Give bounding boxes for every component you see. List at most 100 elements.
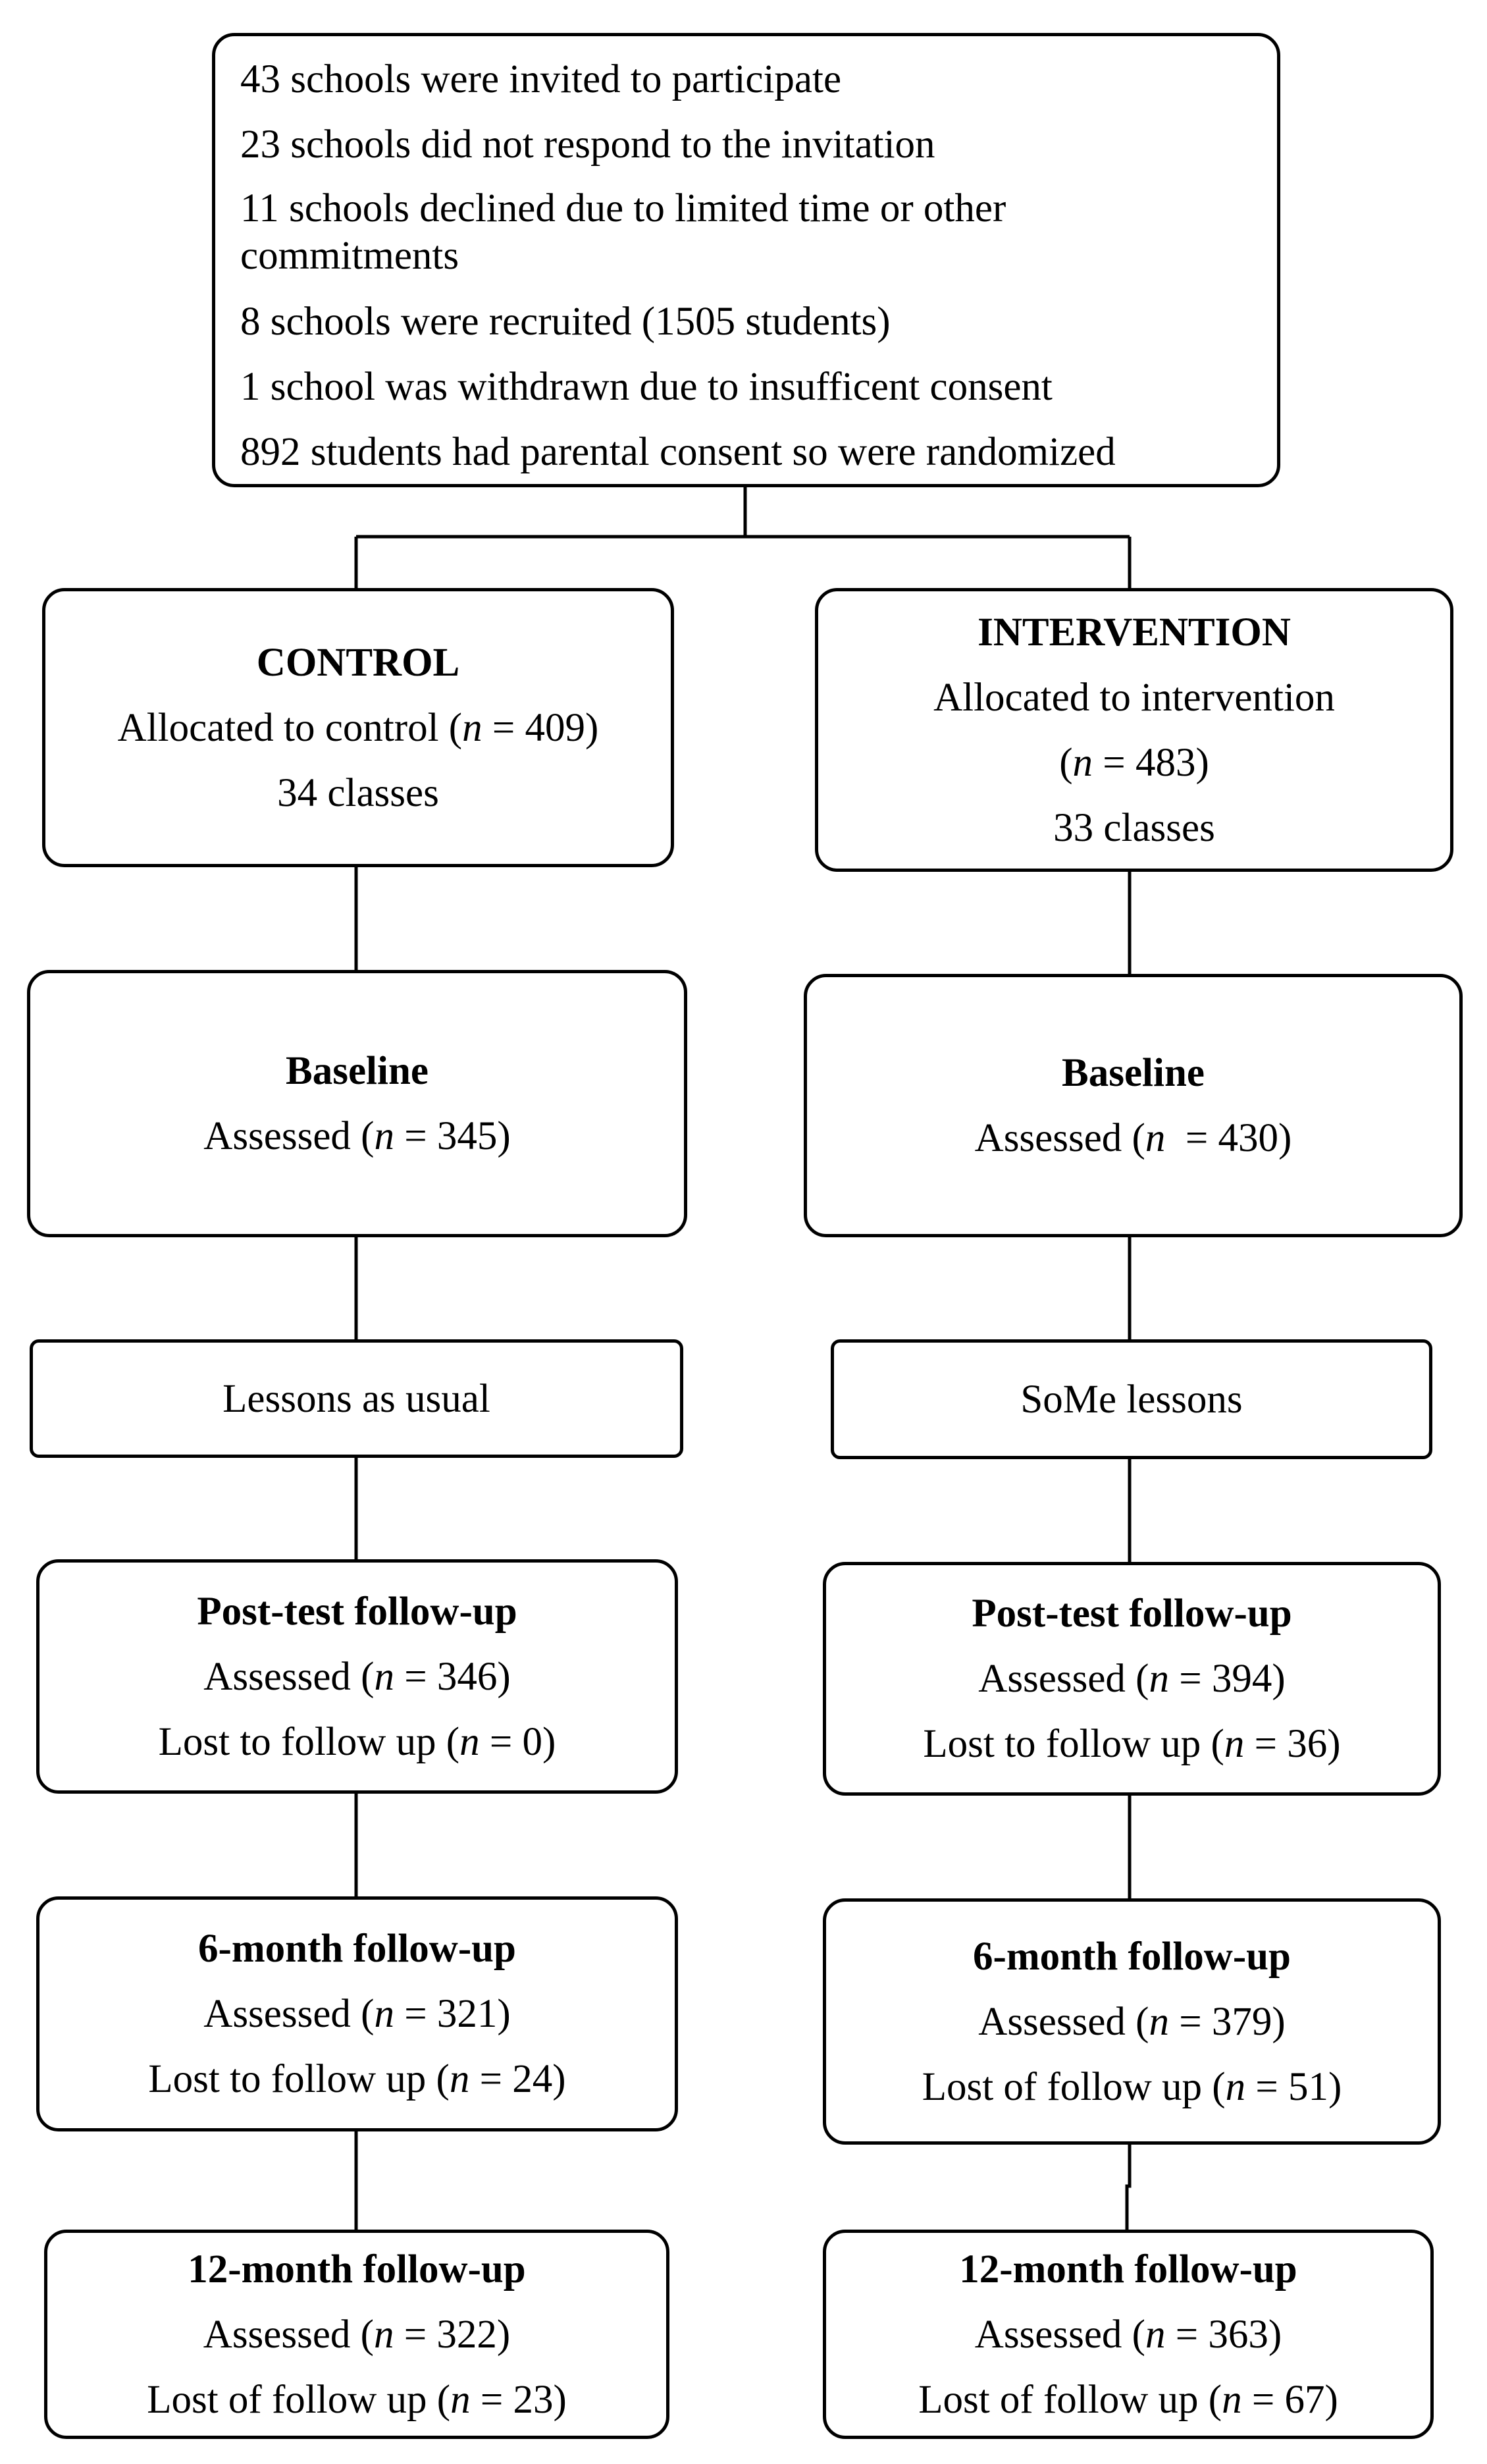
control-allocation-count: Allocated to control (n = 409)	[118, 695, 599, 761]
control-12month-assessed-post: = 322)	[394, 2312, 511, 2357]
intervention-baseline-pre: Assessed (	[974, 1116, 1145, 1160]
intervention-baseline-n: n	[1145, 1116, 1166, 1160]
intervention-6month-assessed-post: = 379)	[1169, 1999, 1286, 2044]
intervention-6month-title: 6-month follow-up	[973, 1934, 1291, 1979]
control-6month-assessed-post: = 321)	[394, 1992, 511, 2036]
control-12month-lost-pre: Lost of follow up (	[147, 2377, 451, 2422]
control-lessons-label: Lessons as usual	[222, 1376, 490, 1421]
control-12month-box: 12-month follow-up Assessed (n = 322) Lo…	[44, 2230, 669, 2439]
recruitment-declined-line2: commitments	[240, 234, 459, 278]
control-baseline-assessed: Assessed (n = 345)	[203, 1104, 510, 1169]
intervention-6month-n-assessed: n	[1149, 1999, 1170, 2044]
control-6month-title: 6-month follow-up	[198, 1927, 516, 1971]
intervention-posttest-lost-pre: Lost to follow up (	[923, 1722, 1224, 1766]
control-posttest-assessed-pre: Assessed (	[203, 1654, 375, 1699]
control-baseline-pre: Assessed (	[203, 1114, 375, 1158]
control-posttest-title: Post-test follow-up	[197, 1589, 517, 1634]
intervention-12month-assessed-post: = 363)	[1165, 2312, 1282, 2357]
control-posttest-assessed-post: = 346)	[394, 1654, 511, 1699]
control-posttest-lost-post: = 0)	[479, 1719, 556, 1764]
control-allocation-box: CONTROL Allocated to control (n = 409) 3…	[42, 588, 674, 867]
intervention-posttest-n-lost: n	[1224, 1722, 1245, 1766]
intervention-allocation-n: n	[1072, 740, 1093, 785]
control-12month-assessed: Assessed (n = 322)	[203, 2302, 510, 2367]
connector-intervention-5	[1125, 2143, 1132, 2231]
control-allocation-n: n	[462, 705, 483, 750]
intervention-12month-box: 12-month follow-up Assessed (n = 363) Lo…	[823, 2230, 1434, 2439]
recruitment-invited: 43 schools were invited to participate	[240, 57, 842, 101]
intervention-posttest-lost: Lost to follow up (n = 36)	[923, 1711, 1340, 1777]
intervention-allocation-title: INTERVENTION	[978, 610, 1291, 655]
intervention-posttest-box: Post-test follow-up Assessed (n = 394) L…	[823, 1562, 1441, 1796]
intervention-baseline-assessed: Assessed (n = 430)	[975, 1106, 1292, 1171]
intervention-6month-n-lost: n	[1225, 2064, 1246, 2109]
control-baseline-n: n	[374, 1114, 395, 1158]
recruitment-randomized: 892 students had parental consent so wer…	[240, 430, 1116, 474]
recruitment-withdrawn: 1 school was withdrawn due to insufficen…	[240, 365, 1053, 409]
control-allocation-post: = 409)	[482, 705, 599, 750]
intervention-12month-lost-post: = 67)	[1241, 2377, 1338, 2422]
intervention-posttest-lost-post: = 36)	[1244, 1722, 1341, 1766]
intervention-6month-lost-post: = 51)	[1245, 2064, 1342, 2109]
intervention-baseline-post: = 430)	[1165, 1116, 1292, 1160]
control-6month-assessed-pre: Assessed (	[203, 1992, 375, 2036]
control-posttest-lost: Lost to follow up (n = 0)	[159, 1709, 556, 1775]
intervention-baseline-box: Baseline Assessed (n = 430)	[804, 974, 1463, 1237]
intervention-12month-n-lost: n	[1222, 2377, 1242, 2422]
control-6month-lost-post: = 24)	[469, 2057, 566, 2101]
intervention-allocation-count: (n = 483)	[1059, 730, 1209, 795]
intervention-12month-assessed-pre: Assessed (	[974, 2312, 1145, 2357]
intervention-allocation-box: INTERVENTION Allocated to intervention (…	[815, 588, 1453, 872]
control-baseline-title: Baseline	[286, 1049, 429, 1093]
control-allocation-title: CONTROL	[256, 640, 460, 685]
control-posttest-assessed: Assessed (n = 346)	[203, 1644, 510, 1709]
intervention-12month-title: 12-month follow-up	[959, 2247, 1297, 2291]
intervention-posttest-title: Post-test follow-up	[972, 1592, 1292, 1636]
control-12month-lost-post: = 23)	[470, 2377, 567, 2422]
control-12month-title: 12-month follow-up	[188, 2247, 526, 2291]
recruitment-declined-line1: 11 schools declined due to limited time …	[240, 186, 1006, 230]
control-allocation-pre: Allocated to control (	[117, 705, 463, 750]
control-12month-lost: Lost of follow up (n = 23)	[147, 2367, 567, 2432]
control-12month-n-assessed: n	[374, 2312, 394, 2357]
control-6month-assessed: Assessed (n = 321)	[203, 1981, 510, 2047]
intervention-posttest-assessed-post: = 394)	[1169, 1657, 1286, 1701]
control-posttest-box: Post-test follow-up Assessed (n = 346) L…	[36, 1559, 678, 1794]
intervention-posttest-assessed: Assessed (n = 394)	[978, 1646, 1285, 1711]
control-12month-assessed-pre: Assessed (	[203, 2312, 374, 2357]
control-posttest-n-lost: n	[459, 1719, 480, 1764]
intervention-12month-lost-pre: Lost of follow up (	[918, 2377, 1222, 2422]
control-12month-n-lost: n	[450, 2377, 471, 2422]
recruitment-box: 43 schools were invited to participate 2…	[212, 33, 1280, 487]
intervention-baseline-title: Baseline	[1062, 1051, 1205, 1095]
intervention-6month-lost: Lost of follow up (n = 51)	[922, 2054, 1342, 2120]
control-posttest-n-assessed: n	[374, 1654, 395, 1699]
intervention-12month-assessed: Assessed (n = 363)	[975, 2302, 1282, 2367]
intervention-allocation-post: = 483)	[1093, 740, 1209, 785]
control-6month-n-lost: n	[449, 2057, 470, 2101]
intervention-6month-lost-pre: Lost of follow up (	[922, 2064, 1226, 2109]
control-6month-lost: Lost to follow up (n = 24)	[148, 2047, 565, 2112]
recruitment-declined: 11 schools declined due to limited time …	[240, 177, 1006, 289]
intervention-6month-assessed-pre: Assessed (	[978, 1999, 1149, 2044]
intervention-allocation-pre: (	[1059, 740, 1073, 785]
intervention-lessons-box: SoMe lessons	[831, 1339, 1432, 1459]
intervention-posttest-n-assessed: n	[1149, 1657, 1170, 1701]
intervention-6month-box: 6-month follow-up Assessed (n = 379) Los…	[823, 1898, 1441, 2145]
intervention-6month-assessed: Assessed (n = 379)	[978, 1989, 1285, 2054]
intervention-allocation-classes: 33 classes	[1053, 805, 1215, 850]
control-baseline-box: Baseline Assessed (n = 345)	[27, 970, 687, 1237]
intervention-lessons-label: SoMe lessons	[1020, 1377, 1243, 1422]
recruitment-no-response: 23 schools did not respond to the invita…	[240, 122, 935, 167]
intervention-12month-lost: Lost of follow up (n = 67)	[918, 2367, 1338, 2432]
control-allocation-classes: 34 classes	[277, 770, 439, 815]
intervention-12month-n-assessed: n	[1145, 2312, 1166, 2357]
control-6month-lost-pre: Lost to follow up (	[148, 2057, 450, 2101]
control-6month-box: 6-month follow-up Assessed (n = 321) Los…	[36, 1896, 678, 2131]
control-baseline-post: = 345)	[394, 1114, 511, 1158]
recruitment-recruited: 8 schools were recruited (1505 students)	[240, 300, 891, 344]
control-lessons-box: Lessons as usual	[30, 1339, 683, 1458]
control-posttest-lost-pre: Lost to follow up (	[158, 1719, 460, 1764]
control-6month-n-assessed: n	[374, 1992, 395, 2036]
